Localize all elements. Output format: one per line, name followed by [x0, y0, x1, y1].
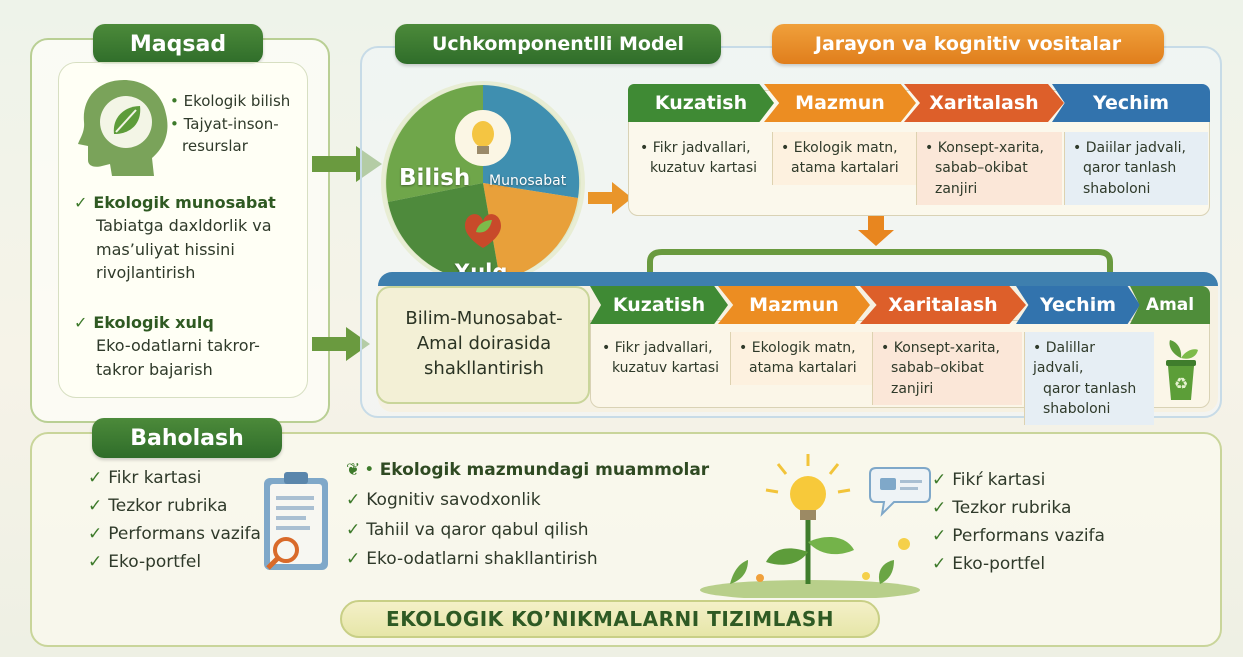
upper-cell-2: • Ekologik matn,atama kartalari: [772, 132, 916, 185]
speech-bubble-icon: [869, 467, 931, 517]
check-icon: ✓: [88, 468, 103, 488]
lower-cell-1: • Fikr jadvallari,kuzatuv kartasi: [602, 340, 720, 377]
step-kuzatish: Kuzatish: [628, 84, 774, 122]
list-item: ❦• Ekologik mazmundagi muammolar: [346, 460, 710, 480]
check-icon: ✓: [74, 193, 88, 212]
svg-text:♻: ♻: [1174, 374, 1188, 393]
check-icon: ✓: [88, 496, 103, 517]
lightbulb-plant-icon: [700, 454, 920, 598]
step-xaritalash: Xaritalash: [904, 84, 1064, 122]
step-mazmun-lower: Mazmun: [718, 286, 870, 324]
list-item: ✓Fikr kartasi: [88, 468, 202, 488]
lower-left-box: [376, 286, 590, 404]
circle-label-bilish: Bilish: [399, 165, 471, 191]
circle-label-munosabat: Munosabat: [489, 173, 567, 189]
check-icon: ✓: [932, 470, 947, 490]
baholash-middle-list: ❦• Ekologik mazmundagi muammolar ✓Kognit…: [346, 456, 709, 575]
step-kuzatish-lower: Kuzatish: [590, 286, 728, 324]
check-icon: ✓: [932, 526, 947, 547]
sprout-icon: ❦: [346, 460, 361, 480]
xulq-block: ✓Ekologik xulq Eko-odatlarni takror- tak…: [74, 313, 260, 379]
maqsad-title: Maqsad: [93, 24, 263, 64]
step-amal-lower: Amal: [1130, 286, 1210, 324]
list-item: ✓Eko-odatlarni shakllantirish: [346, 549, 598, 570]
banner-text: EKOLOGIK KO’NIKMALARNI TIZIMLASH: [386, 607, 834, 631]
list-item: ✓Tezkor rubrika: [88, 496, 228, 517]
model-title: Uchkomponentlli Model: [395, 24, 721, 64]
upper-cell-1: • Fikr jadvallari,kuzatuv kartasi: [640, 140, 758, 177]
check-icon: ✓: [932, 498, 947, 519]
lower-left-text: Bilim-Munosabat- Amal doirasida shakllan…: [405, 308, 563, 380]
step-yechim-lower: Yechim: [1016, 286, 1140, 324]
list-item: ✓Tahiil va qaror qabul qilish: [346, 519, 589, 540]
baholash-left-list: ✓Fikr kartasi ✓Tezkor rubrika ✓Performan…: [88, 464, 261, 576]
clipboard-magnifier-icon: [264, 472, 328, 570]
recycle-bin-icon: ♻: [1166, 340, 1198, 400]
bilish-list: • Ekologik bilish • Tajyat-inson- resurs…: [170, 90, 290, 158]
check-icon: ✓: [346, 489, 361, 510]
list-item: ✓Eko-portfel: [88, 552, 202, 573]
list-item: ✓Performans vazifa: [932, 526, 1105, 547]
step-xaritalash-lower: Xaritalash: [860, 286, 1026, 324]
list-item: ✓Kognitiv savodxonlik: [346, 489, 541, 510]
arrow-right-icon: [588, 182, 632, 214]
list-item: ✓Performans vazifa: [88, 524, 261, 545]
list-item: ✓Fikŕ kartasi: [932, 470, 1046, 490]
banner: EKOLOGIK KO’NIKMALARNI TIZIMLASH: [340, 600, 880, 638]
step-yechim: Yechim: [1052, 84, 1210, 122]
step-mazmun: Mazmun: [764, 84, 916, 122]
model-circle: [381, 81, 585, 285]
check-icon: ✓: [346, 549, 361, 570]
check-icon: ✓: [932, 554, 947, 575]
check-icon: ✓: [88, 524, 103, 545]
head-leaf-icon: [78, 80, 168, 176]
list-item: resurslar: [182, 137, 248, 155]
check-icon: ✓: [88, 552, 103, 573]
lower-cell-2: • Ekologik matn,atama kartalari: [730, 332, 872, 385]
munosabat-block: ✓Ekologik munosabat Tabiatga daxldorlik …: [74, 193, 276, 282]
list-item: • Ekologik bilish: [170, 92, 291, 110]
jarayon-title: Jarayon va kognitiv vositalar: [772, 24, 1164, 64]
baholash-title: Baholash: [92, 418, 282, 458]
arrow-right-icon: [312, 327, 370, 361]
baholash-right-list: ✓Fikŕ kartasi ✓Tezkor rubrika ✓Performan…: [932, 466, 1105, 578]
check-icon: ✓: [346, 519, 361, 540]
check-icon: ✓: [74, 313, 88, 332]
list-item: • Tajyat-inson-: [170, 114, 279, 133]
list-item: ✓Tezkor rubrika: [932, 498, 1072, 519]
list-item: ✓Eko-portfel: [932, 554, 1046, 575]
